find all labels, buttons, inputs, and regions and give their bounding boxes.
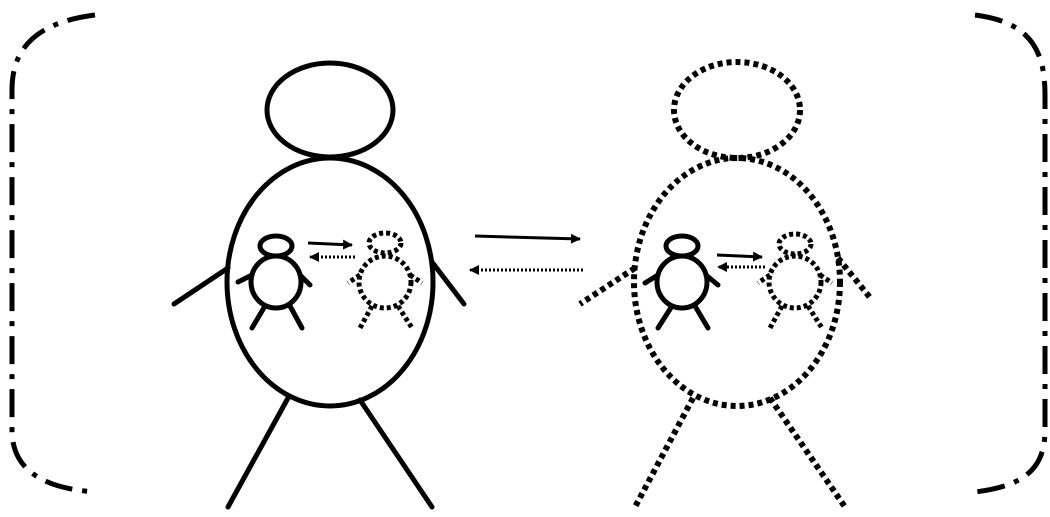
right-bracket <box>974 12 1048 495</box>
inner-arrow-forward-left <box>307 239 353 250</box>
inner-solid-figure-right <box>642 233 721 331</box>
large-dotted-right-leg <box>767 396 848 509</box>
inner-dotted-figure-left <box>346 230 424 330</box>
large-dotted-left-leg <box>632 396 696 509</box>
large-dotted-body <box>631 155 843 409</box>
inner-arrow-forward-right <box>716 251 763 262</box>
large-dotted-head <box>671 59 803 161</box>
large-solid-body <box>224 155 436 409</box>
large-solid-right-arm <box>429 259 467 307</box>
inner-solid-figure-left <box>235 233 313 331</box>
large-dotted-right-arm <box>835 256 875 302</box>
inner-dotted-figure-right <box>756 231 834 330</box>
left-bracket <box>9 12 96 495</box>
large-solid-head <box>264 60 396 160</box>
large-solid-figure <box>171 60 467 510</box>
large-dotted-figure <box>578 59 875 509</box>
forward-arrow <box>474 233 581 244</box>
large-solid-right-leg <box>357 397 435 510</box>
large-solid-left-arm <box>171 265 231 307</box>
large-solid-left-leg <box>225 395 291 510</box>
large-dotted-left-arm <box>578 265 637 307</box>
